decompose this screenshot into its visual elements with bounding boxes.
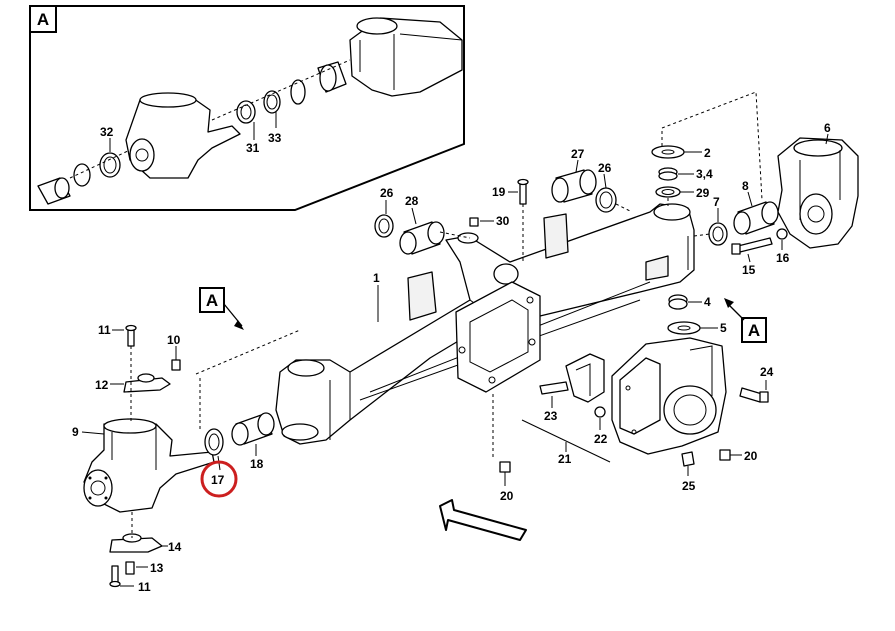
callout-box-right	[741, 317, 767, 343]
label-6: 6	[824, 121, 831, 135]
label-10: 10	[167, 333, 181, 347]
label-28: 28	[405, 194, 419, 208]
bolt-15	[731, 237, 773, 255]
washer-4	[668, 294, 688, 310]
inset-callout-letter: A	[37, 10, 49, 29]
label-21: 21	[558, 452, 572, 466]
lower-kingpin-cap	[109, 533, 163, 553]
inset-callout-box	[29, 5, 57, 33]
nut-22	[594, 406, 606, 418]
washer-5	[667, 321, 701, 335]
bolt-23	[539, 381, 569, 395]
highlight-circle-17	[200, 460, 238, 498]
seal-ring-17	[204, 428, 224, 456]
upper-kingpin-cap	[123, 373, 171, 393]
label-32: 32	[100, 125, 114, 139]
inset-beam-bore	[356, 17, 398, 35]
center-mount-plate	[455, 281, 541, 393]
bolt-20-right	[719, 449, 731, 461]
nut-16	[776, 228, 788, 240]
inset-detail-panel: A 32 31 33	[29, 5, 465, 211]
bushing-18	[231, 412, 275, 446]
seal-26-left	[374, 214, 394, 238]
label-8: 8	[742, 179, 749, 193]
label-18: 18	[250, 457, 264, 471]
bushing-27	[551, 169, 597, 203]
label-22: 22	[594, 432, 608, 446]
beam-bracket-right	[543, 213, 569, 259]
right-steering-knuckle	[777, 137, 859, 249]
knuckle-body	[83, 423, 215, 513]
inset-hub-flange	[129, 138, 155, 172]
inset-seal-31	[236, 100, 256, 124]
lower-grease-fitting	[125, 561, 135, 575]
grease-fitting	[171, 359, 181, 371]
label-31: 31	[246, 141, 260, 155]
bolt-19	[517, 178, 529, 205]
label-25: 25	[682, 479, 696, 493]
callout-box-left	[199, 287, 225, 313]
washer-29	[655, 186, 681, 198]
bolt-24	[739, 387, 769, 403]
differential-housing	[611, 337, 727, 455]
label-7: 7	[713, 195, 720, 209]
label-11-top: 11	[98, 323, 111, 337]
label-1: 1	[373, 271, 380, 285]
beam-left-bore	[287, 359, 325, 377]
seal-26-right	[595, 187, 617, 213]
label-4: 4	[704, 295, 711, 309]
washer-3-4	[658, 167, 678, 181]
bolt-30	[469, 217, 479, 227]
seal-7	[708, 222, 728, 246]
label-24: 24	[760, 365, 774, 379]
inset-seal-33	[263, 90, 281, 114]
washer-2	[651, 145, 685, 159]
label-11-bottom: 11	[138, 580, 151, 594]
label-15: 15	[742, 263, 756, 277]
right-knuckle-hub	[799, 193, 833, 235]
upper-bolt	[125, 324, 137, 347]
axle-beam	[275, 203, 695, 445]
label-12: 12	[95, 378, 109, 392]
bearing-cap	[565, 353, 605, 403]
label-27: 27	[571, 147, 585, 161]
direction-arrow	[439, 499, 527, 541]
label-30: 30	[496, 214, 510, 228]
label-17: 17	[211, 473, 225, 487]
label-23: 23	[544, 409, 558, 423]
pin-25	[681, 451, 695, 467]
label-16: 16	[776, 251, 790, 265]
label-20-right: 20	[744, 449, 758, 463]
label-9: 9	[72, 425, 79, 439]
beam-right-bore	[653, 203, 691, 221]
bushing-28	[399, 221, 445, 255]
knuckle-hub-face	[83, 469, 113, 507]
inset-bushing-upper-b	[290, 79, 306, 105]
beam-center-pivot	[493, 263, 519, 285]
bolt-20-left	[499, 461, 511, 473]
label-14: 14	[168, 540, 182, 554]
beam-bracket-left	[407, 271, 437, 321]
label-20-left: 20	[500, 489, 514, 503]
bushing-8	[733, 201, 779, 235]
callout-letter-right: A	[748, 321, 760, 340]
inset-ring	[73, 163, 91, 187]
left-steering-knuckle	[83, 418, 215, 513]
lower-bolt	[109, 565, 121, 588]
label-33: 33	[268, 131, 282, 145]
label-29: 29	[696, 186, 710, 200]
callout-letter-left: A	[206, 291, 218, 310]
label-5: 5	[720, 321, 727, 335]
label-19: 19	[492, 185, 506, 199]
inset-seal-32	[99, 152, 121, 178]
label-26-right: 26	[598, 161, 612, 175]
label-13: 13	[150, 561, 164, 575]
housing-bore	[663, 385, 717, 435]
label-26-left: 26	[380, 186, 394, 200]
label-2: 2	[704, 146, 711, 160]
label-3-4: 3,4	[696, 167, 713, 181]
